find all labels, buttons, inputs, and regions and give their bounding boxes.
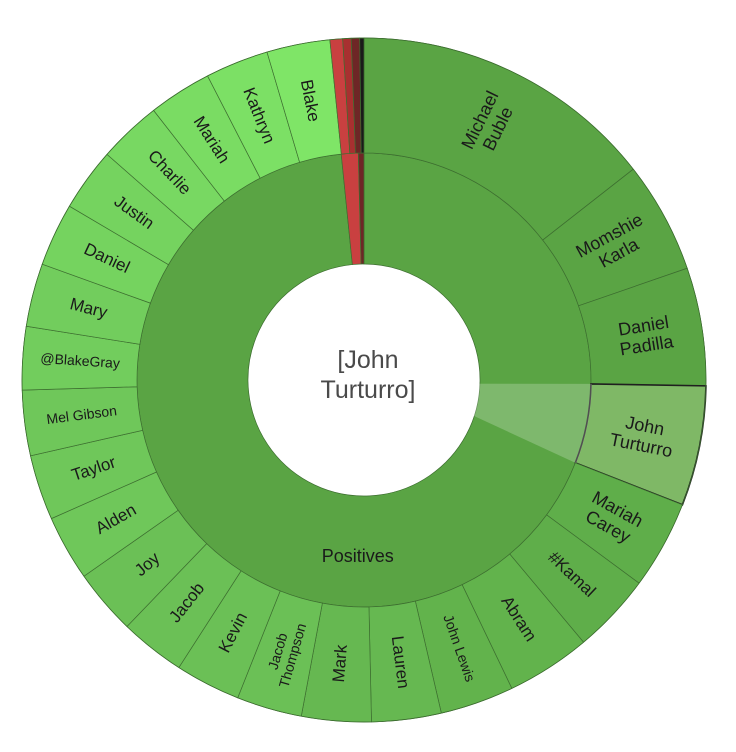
outer-label-mark: Mark xyxy=(329,643,351,683)
center-label: [John Turturro] xyxy=(320,346,416,404)
inner-label-positives: Positives xyxy=(322,546,394,566)
inner-ring xyxy=(136,152,592,608)
outer-ring xyxy=(21,37,707,723)
outer-label-blakegray: @BlakeGray xyxy=(40,350,120,371)
outer-border xyxy=(21,37,707,723)
highlight-wedge xyxy=(403,383,592,464)
